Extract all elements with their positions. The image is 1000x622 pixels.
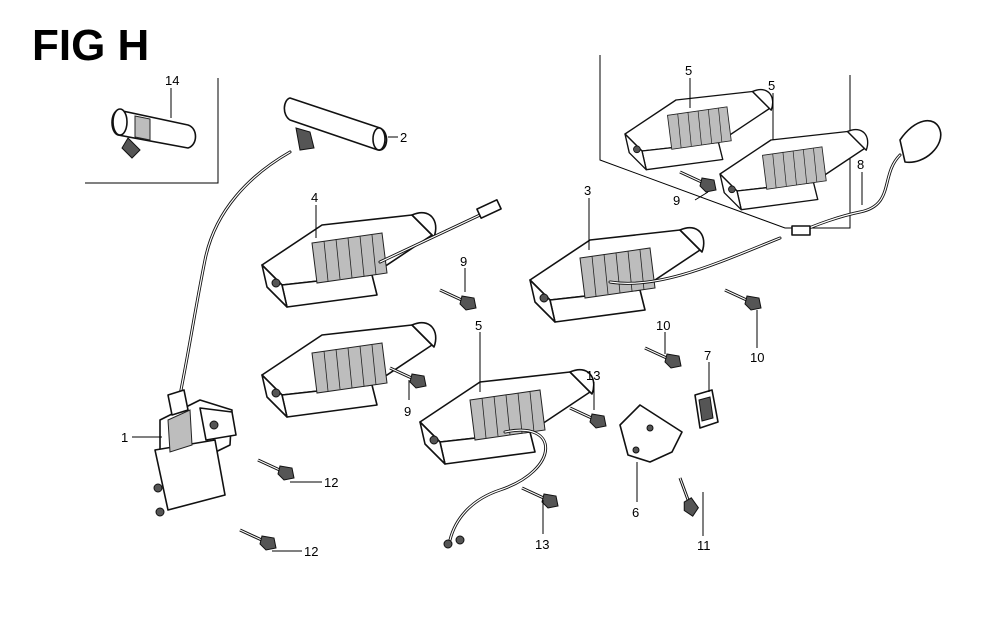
callout-10b: 10 <box>750 350 764 365</box>
bolt-9a <box>438 288 478 312</box>
callout-7: 7 <box>704 348 711 363</box>
callout-3: 3 <box>584 183 591 198</box>
callout-13b: 13 <box>535 537 549 552</box>
callout-5c: 5 <box>768 78 775 93</box>
bolt-10a <box>723 288 763 312</box>
callout-1: 1 <box>121 430 128 445</box>
ignition-coil-part-1 <box>153 389 237 517</box>
callout-11: 11 <box>697 538 711 553</box>
inset-box-coils <box>599 55 851 229</box>
callout-12a: 12 <box>324 475 338 490</box>
coil-5-leads <box>443 428 548 549</box>
callout-2: 2 <box>400 130 407 145</box>
ignition-cable <box>178 150 292 397</box>
stop-switch-lead-part-8 <box>791 119 942 236</box>
bracket-part-6 <box>619 404 683 463</box>
callout-9c: 9 <box>673 193 680 208</box>
callout-8: 8 <box>857 157 864 172</box>
grommet-part-7 <box>694 389 719 429</box>
callout-13a: 13 <box>586 368 600 383</box>
callout-9b: 9 <box>404 404 411 419</box>
coil-4-lead <box>378 199 502 264</box>
callout-12b: 12 <box>304 544 318 559</box>
bolt-12a <box>256 458 296 482</box>
coil-part-5-inset-b <box>719 128 869 211</box>
bolt-13b <box>520 486 560 510</box>
bolt-11 <box>664 476 707 520</box>
callout-4: 4 <box>311 190 318 205</box>
callout-5a: 5 <box>475 318 482 333</box>
callout-9a: 9 <box>460 254 467 269</box>
callout-5b: 5 <box>685 63 692 78</box>
callout-14: 14 <box>165 73 179 88</box>
coil-part-4 <box>261 211 437 308</box>
bolt-13a <box>568 406 608 430</box>
figure-title: FIG H <box>32 21 149 70</box>
bolt-12b <box>238 528 278 552</box>
coil-lower-left <box>261 321 437 418</box>
coil-part-5-center <box>419 368 595 465</box>
plug-cap-part-14 <box>111 108 197 159</box>
callout-10a: 10 <box>656 318 670 333</box>
bolt-9b <box>388 366 428 390</box>
bolt-9c <box>678 170 718 194</box>
coil-3-lead <box>608 236 782 285</box>
callout-6: 6 <box>632 505 639 520</box>
plug-cap-part-2 <box>283 97 388 151</box>
leader-lines <box>132 78 863 552</box>
bolt-10b <box>643 346 683 370</box>
inset-box-14 <box>85 78 219 184</box>
